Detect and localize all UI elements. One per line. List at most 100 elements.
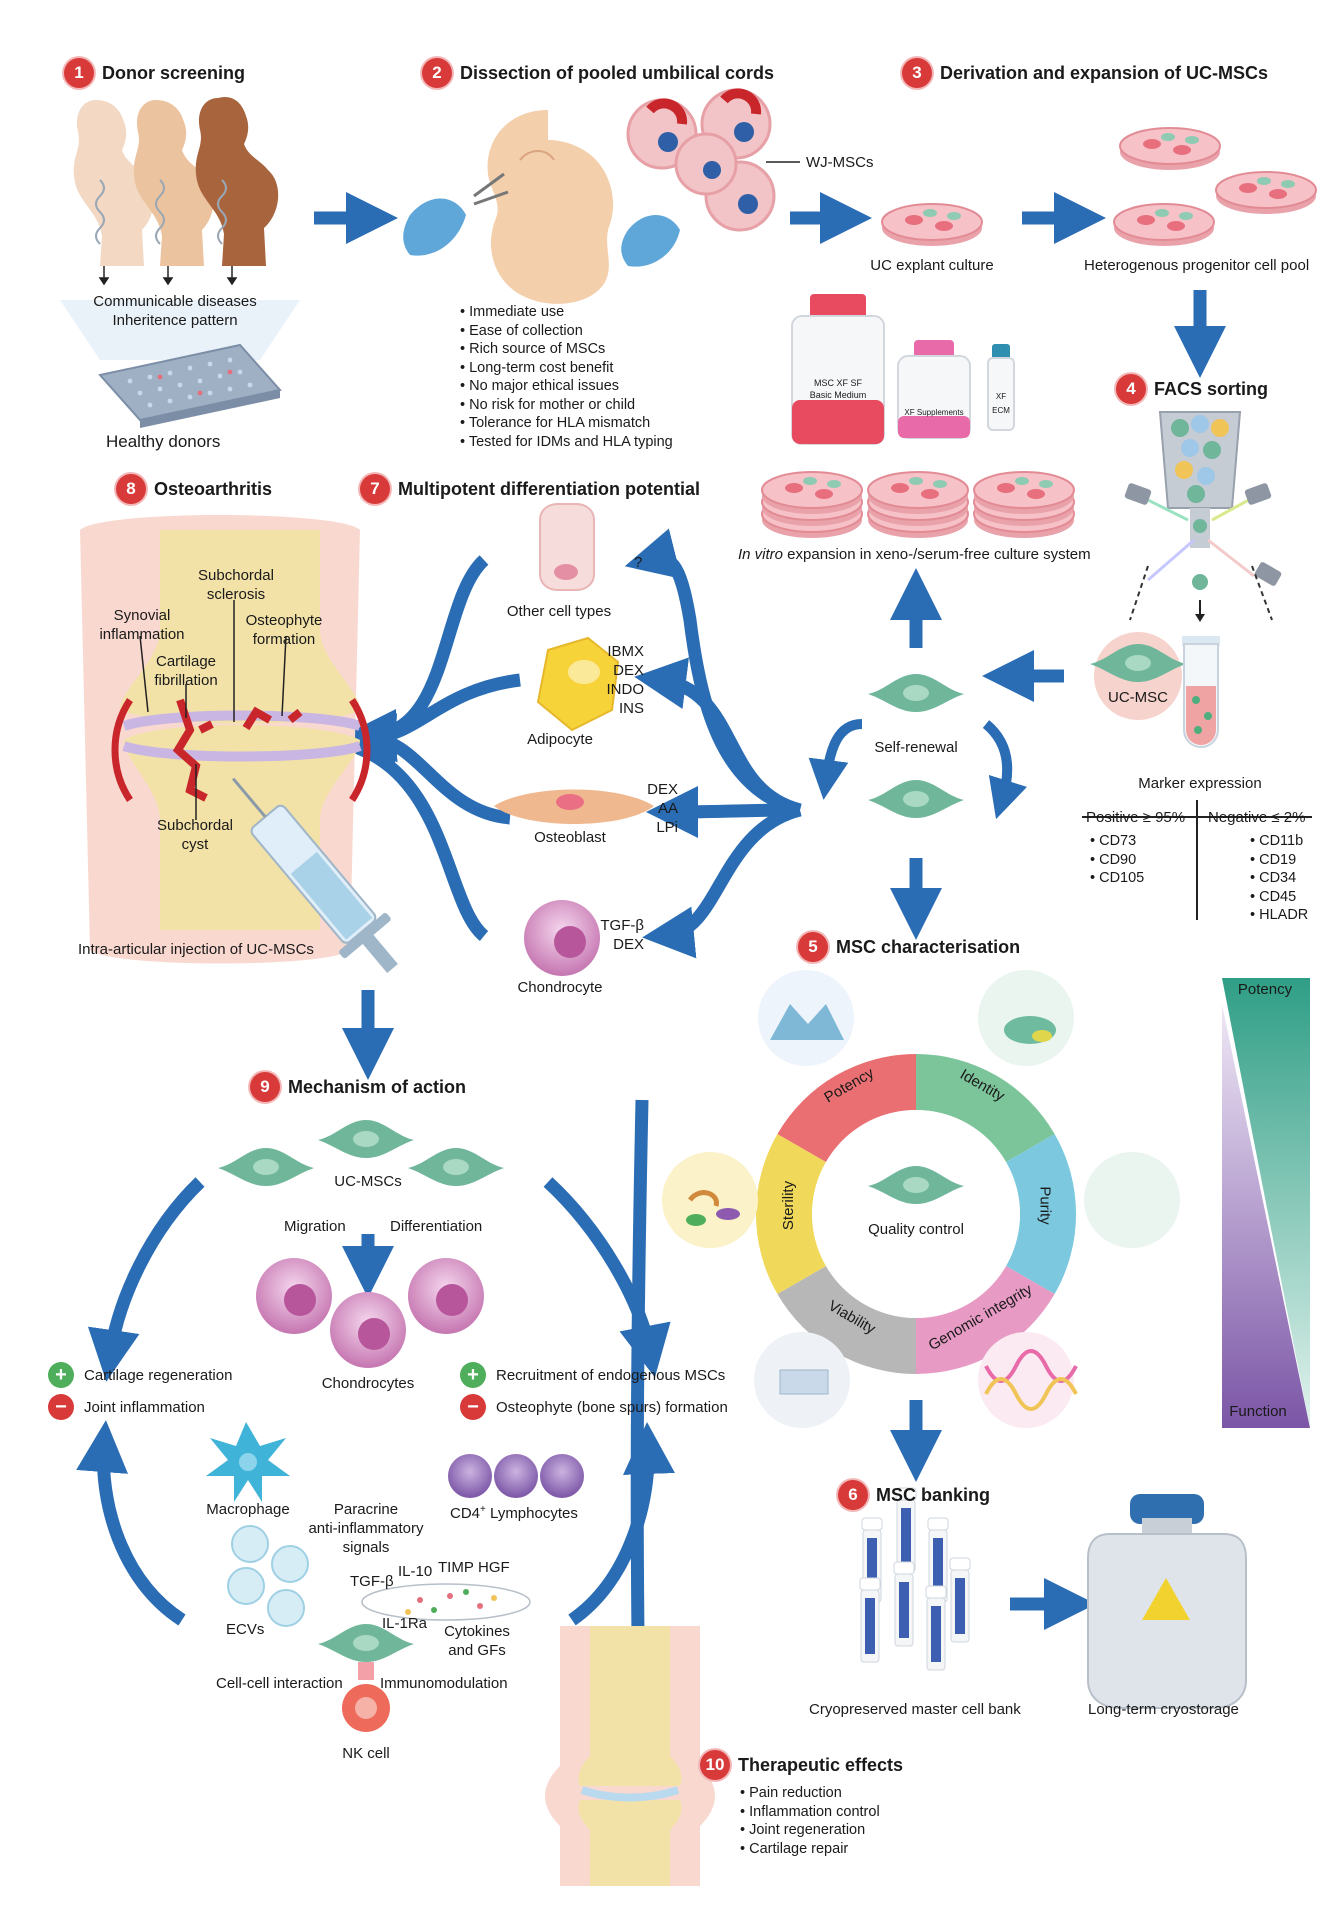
list-item: Long-term cost benefit: [460, 359, 673, 378]
joint-inflammation-label: Joint inflammation: [84, 1399, 205, 1416]
negative-markers-list: CD11b CD19 CD34 CD45 HLADR: [1250, 832, 1308, 925]
chondro-factor-2: DEX: [613, 936, 644, 953]
screening-line-2: Inheritence pattern: [112, 312, 238, 329]
step-10-heading: 10 Therapeutic effects: [700, 1750, 903, 1780]
osteo-factor-3: LPi: [656, 819, 678, 836]
adipo-factor-3: INDO: [606, 681, 645, 698]
lymphocytes-label: CD4+ Lymphocytes: [450, 1500, 578, 1523]
list-item: CD45: [1250, 888, 1308, 907]
ecvs-label: ECVs: [226, 1621, 265, 1638]
osteophyte-label-line-1: Osteophyte: [245, 612, 323, 629]
progenitor-dish-3: [1113, 203, 1215, 247]
unknown-factors-label: ?: [634, 554, 643, 571]
macrophage: [206, 1422, 290, 1502]
explant-dish: [881, 203, 983, 247]
umbilical-cord-sections: [626, 88, 776, 232]
list-item: Tolerance for HLA mismatch: [460, 414, 673, 433]
step-9-title: Mechanism of action: [288, 1076, 467, 1097]
negative-header: Negative ≤ 2%: [1208, 809, 1306, 826]
step-2-badge: 2: [422, 58, 452, 88]
step-5-badge: 5: [798, 932, 828, 962]
adipo-factor-2: DEX: [613, 662, 644, 679]
nk-cell-label: NK cell: [342, 1745, 390, 1762]
cytokine-il10: IL-10: [398, 1563, 433, 1580]
osteo-factor-1: DEX: [647, 781, 678, 798]
step-10-badge: 10: [700, 1750, 730, 1780]
minus-icon: −: [460, 1394, 486, 1420]
other-cells-label: Other cell types: [506, 603, 612, 620]
step-9-badge: 9: [250, 1072, 280, 1102]
osteophyte-label-line-2: formation: [252, 631, 316, 648]
bottle-3-label-line-1: XF: [995, 392, 1007, 401]
cartilage-label-line-2: fibrillation: [154, 672, 218, 689]
medium-bottles: [791, 294, 1015, 445]
cartilage-regeneration-label: Cartilage regeneration: [84, 1367, 233, 1384]
ucmsc-label: UC-MSC: [1108, 689, 1168, 706]
sclerosis-label-line-1: Subchordal: [198, 567, 274, 584]
osteo-factor-2: AA: [657, 800, 678, 817]
potency-axis-label: Potency: [1237, 981, 1293, 998]
cytokine-dots: [417, 1593, 483, 1609]
list-item: CD90: [1090, 851, 1144, 870]
list-item: CD105: [1090, 869, 1144, 888]
glove-right: [621, 214, 680, 267]
differentiation-cells: [494, 503, 654, 976]
plus-icon: +: [48, 1362, 74, 1388]
chondrocytes-label: Chondrocytes: [321, 1375, 415, 1392]
positive-markers-list: CD73 CD90 CD105: [1090, 832, 1144, 888]
culture-stack-2: [868, 472, 968, 538]
cord-benefits-list: Immediate use Ease of collection Rich so…: [460, 303, 673, 451]
self-renewal-label: Self-renewal: [874, 739, 958, 756]
bottle-3-label-line-2: ECM: [992, 406, 1010, 415]
cytokine-il1ra: IL-1Ra: [382, 1615, 428, 1632]
ucmsc-cell-right: [408, 1148, 504, 1186]
step-3-heading: 3 Derivation and expansion of UC-MSCs: [902, 58, 1268, 88]
step-4-badge: 4: [1116, 374, 1146, 404]
chondro-factor-1: TGF-β: [600, 917, 644, 934]
ucmscs-label: UC-MSCs: [334, 1173, 402, 1190]
ucmsc-cell-mid: [318, 1120, 414, 1158]
step-7-badge: 7: [360, 474, 390, 504]
list-item: Immediate use: [460, 303, 673, 322]
marker-table-divider: [1196, 800, 1198, 920]
step-9-heading: 9 Mechanism of action: [250, 1072, 466, 1102]
caption-text: expansion in xeno-/serum-free culture sy…: [783, 546, 1091, 563]
list-item: Joint regeneration: [740, 1821, 880, 1840]
qc-purity-segment: Purity: [1036, 1186, 1054, 1225]
lymphocyte-name: CD4: [450, 1505, 481, 1522]
lymphocytes: [448, 1454, 584, 1498]
cyst-label-line-2: cyst: [181, 836, 209, 853]
cyst-label-line-1: Subchordal: [157, 817, 233, 834]
list-item: Inflammation control: [740, 1803, 880, 1822]
therapy-knee: [545, 1626, 715, 1886]
injection-label: Intra-articular injection of UC-MSCs: [78, 941, 314, 958]
plus-icon: +: [460, 1362, 486, 1388]
cytokine-hgf: HGF: [478, 1559, 510, 1576]
cryostorage-label: Long-term cryostorage: [1088, 1701, 1239, 1718]
osteoblast-label: Osteoblast: [534, 829, 606, 846]
msc-cell-top: [868, 674, 964, 712]
step-2-title: Dissection of pooled umbilical cords: [460, 62, 775, 83]
synovial-label-line-1: Synovial: [113, 607, 171, 624]
step-2-heading: 2 Dissection of pooled umbilical cords: [422, 58, 774, 88]
list-item: Rich source of MSCs: [460, 340, 673, 359]
ecvs: [227, 1525, 309, 1627]
step-1-heading: 1 Donor screening: [64, 58, 245, 88]
list-item: Tested for IDMs and HLA typing: [460, 433, 673, 452]
step-4-title: FACS sorting: [1154, 378, 1269, 399]
minus-icon: −: [48, 1394, 74, 1420]
cryostorage-tank: [1087, 1494, 1247, 1709]
immunomodulation-label: Immunomodulation: [380, 1675, 508, 1692]
adipo-factor-4: INS: [618, 700, 644, 717]
step-6-title: MSC banking: [876, 1484, 991, 1505]
step-10-title: Therapeutic effects: [738, 1754, 904, 1775]
list-item: Cartilage repair: [740, 1840, 880, 1859]
positive-header: Positive ≥ 95%: [1086, 809, 1186, 826]
list-item: HLADR: [1250, 906, 1308, 925]
facs-sorter: [1124, 411, 1282, 622]
wj-mscs-label: WJ-MSCs: [806, 154, 874, 171]
differentiation-label: Differentiation: [390, 1218, 483, 1235]
step-4-heading: 4 FACS sorting: [1116, 374, 1268, 404]
glove-left: [403, 198, 466, 256]
